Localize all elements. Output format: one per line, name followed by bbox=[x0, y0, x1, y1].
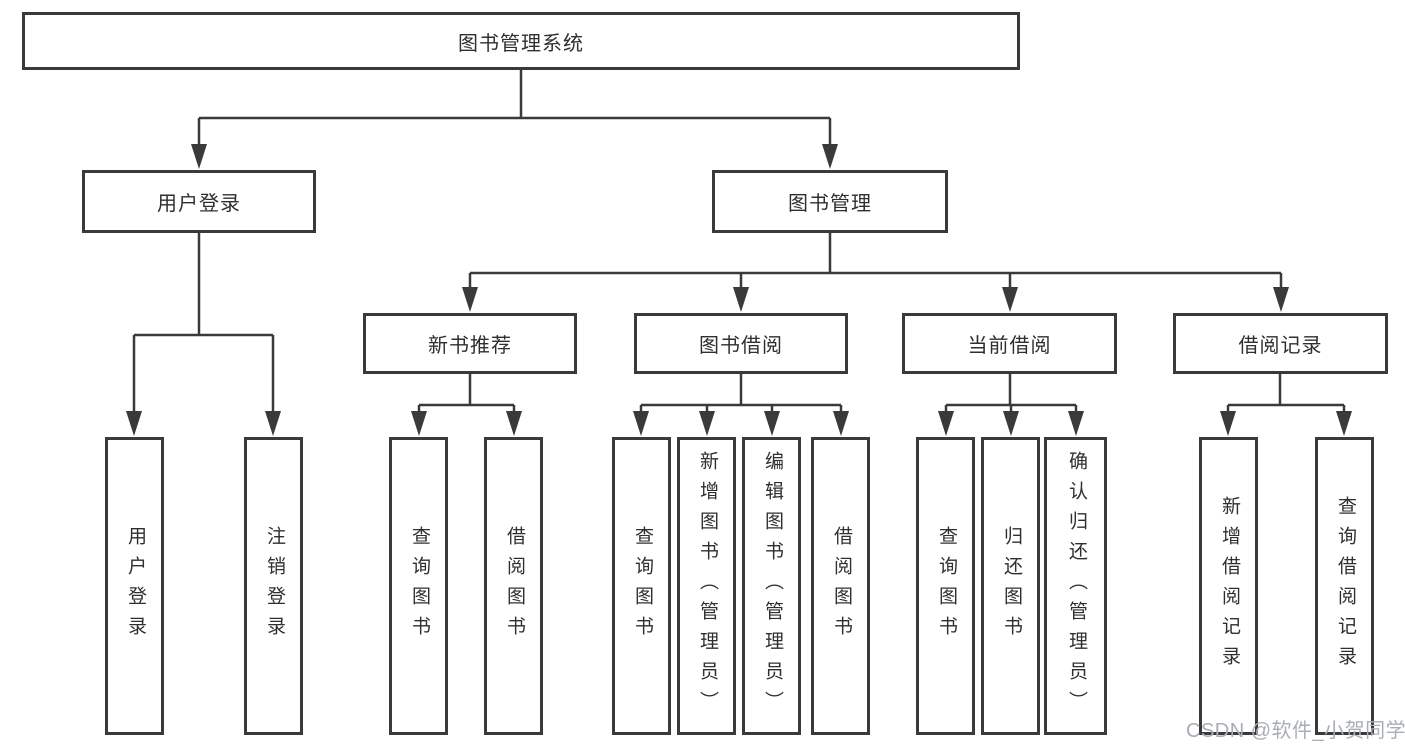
leaf-borrow-books: 借阅图书 bbox=[811, 437, 870, 735]
node-borrowing-records: 借阅记录 bbox=[1173, 313, 1388, 374]
leaf-user-login: 用户登录 bbox=[105, 437, 164, 735]
node-label: 当前借阅 bbox=[967, 335, 1052, 357]
leaf-confirm-return-admin: 确认归还（管理员） bbox=[1044, 437, 1107, 735]
node-label: 图书借阅 bbox=[699, 335, 783, 357]
node-label: 借阅记录 bbox=[1238, 335, 1323, 357]
leaf-label: 确认归还（管理员） bbox=[1065, 451, 1087, 721]
leaf-query-books-borrowing: 查询图书 bbox=[612, 437, 671, 735]
node-new-book-recommend: 新书推荐 bbox=[363, 313, 577, 374]
leaf-logout: 注销登录 bbox=[244, 437, 303, 735]
leaf-label: 用户登录 bbox=[124, 526, 146, 646]
node-label: 新书推荐 bbox=[428, 335, 512, 357]
node-book-management: 图书管理 bbox=[712, 170, 948, 233]
leaf-edit-books-admin: 编辑图书（管理员） bbox=[742, 437, 801, 735]
csdn-watermark: CSDN @软件_小贺同学 bbox=[1186, 720, 1405, 742]
leaf-label: 查询借阅记录 bbox=[1334, 496, 1356, 676]
leaf-add-books-admin: 新增图书（管理员） bbox=[677, 437, 736, 735]
leaf-label: 归还图书 bbox=[1000, 526, 1022, 646]
leaf-label: 注销登录 bbox=[263, 526, 285, 646]
node-current-borrowing: 当前借阅 bbox=[902, 313, 1117, 374]
leaf-query-borrow-record: 查询借阅记录 bbox=[1315, 437, 1374, 735]
node-book-borrowing: 图书借阅 bbox=[634, 313, 848, 374]
leaf-label: 查询图书 bbox=[935, 526, 957, 646]
leaf-label: 新增图书（管理员） bbox=[696, 451, 718, 721]
leaf-add-borrow-record: 新增借阅记录 bbox=[1199, 437, 1258, 735]
leaf-label: 新增借阅记录 bbox=[1218, 496, 1240, 676]
node-user-login: 用户登录 bbox=[82, 170, 316, 233]
leaf-label: 查询图书 bbox=[631, 526, 653, 646]
node-label: 用户登录 bbox=[157, 193, 241, 215]
node-label: 图书管理系统 bbox=[458, 32, 584, 55]
node-label: 图书管理 bbox=[788, 193, 872, 215]
leaf-label: 借阅图书 bbox=[830, 526, 852, 646]
node-library-management-system: 图书管理系统 bbox=[22, 12, 1020, 70]
leaf-label: 编辑图书（管理员） bbox=[761, 451, 783, 721]
leaf-borrow-books-recommend: 借阅图书 bbox=[484, 437, 543, 735]
leaf-query-books-recommend: 查询图书 bbox=[389, 437, 448, 735]
leaf-label: 借阅图书 bbox=[503, 526, 525, 646]
leaf-return-books: 归还图书 bbox=[981, 437, 1040, 735]
leaf-query-books-current: 查询图书 bbox=[916, 437, 975, 735]
leaf-label: 查询图书 bbox=[408, 526, 430, 646]
